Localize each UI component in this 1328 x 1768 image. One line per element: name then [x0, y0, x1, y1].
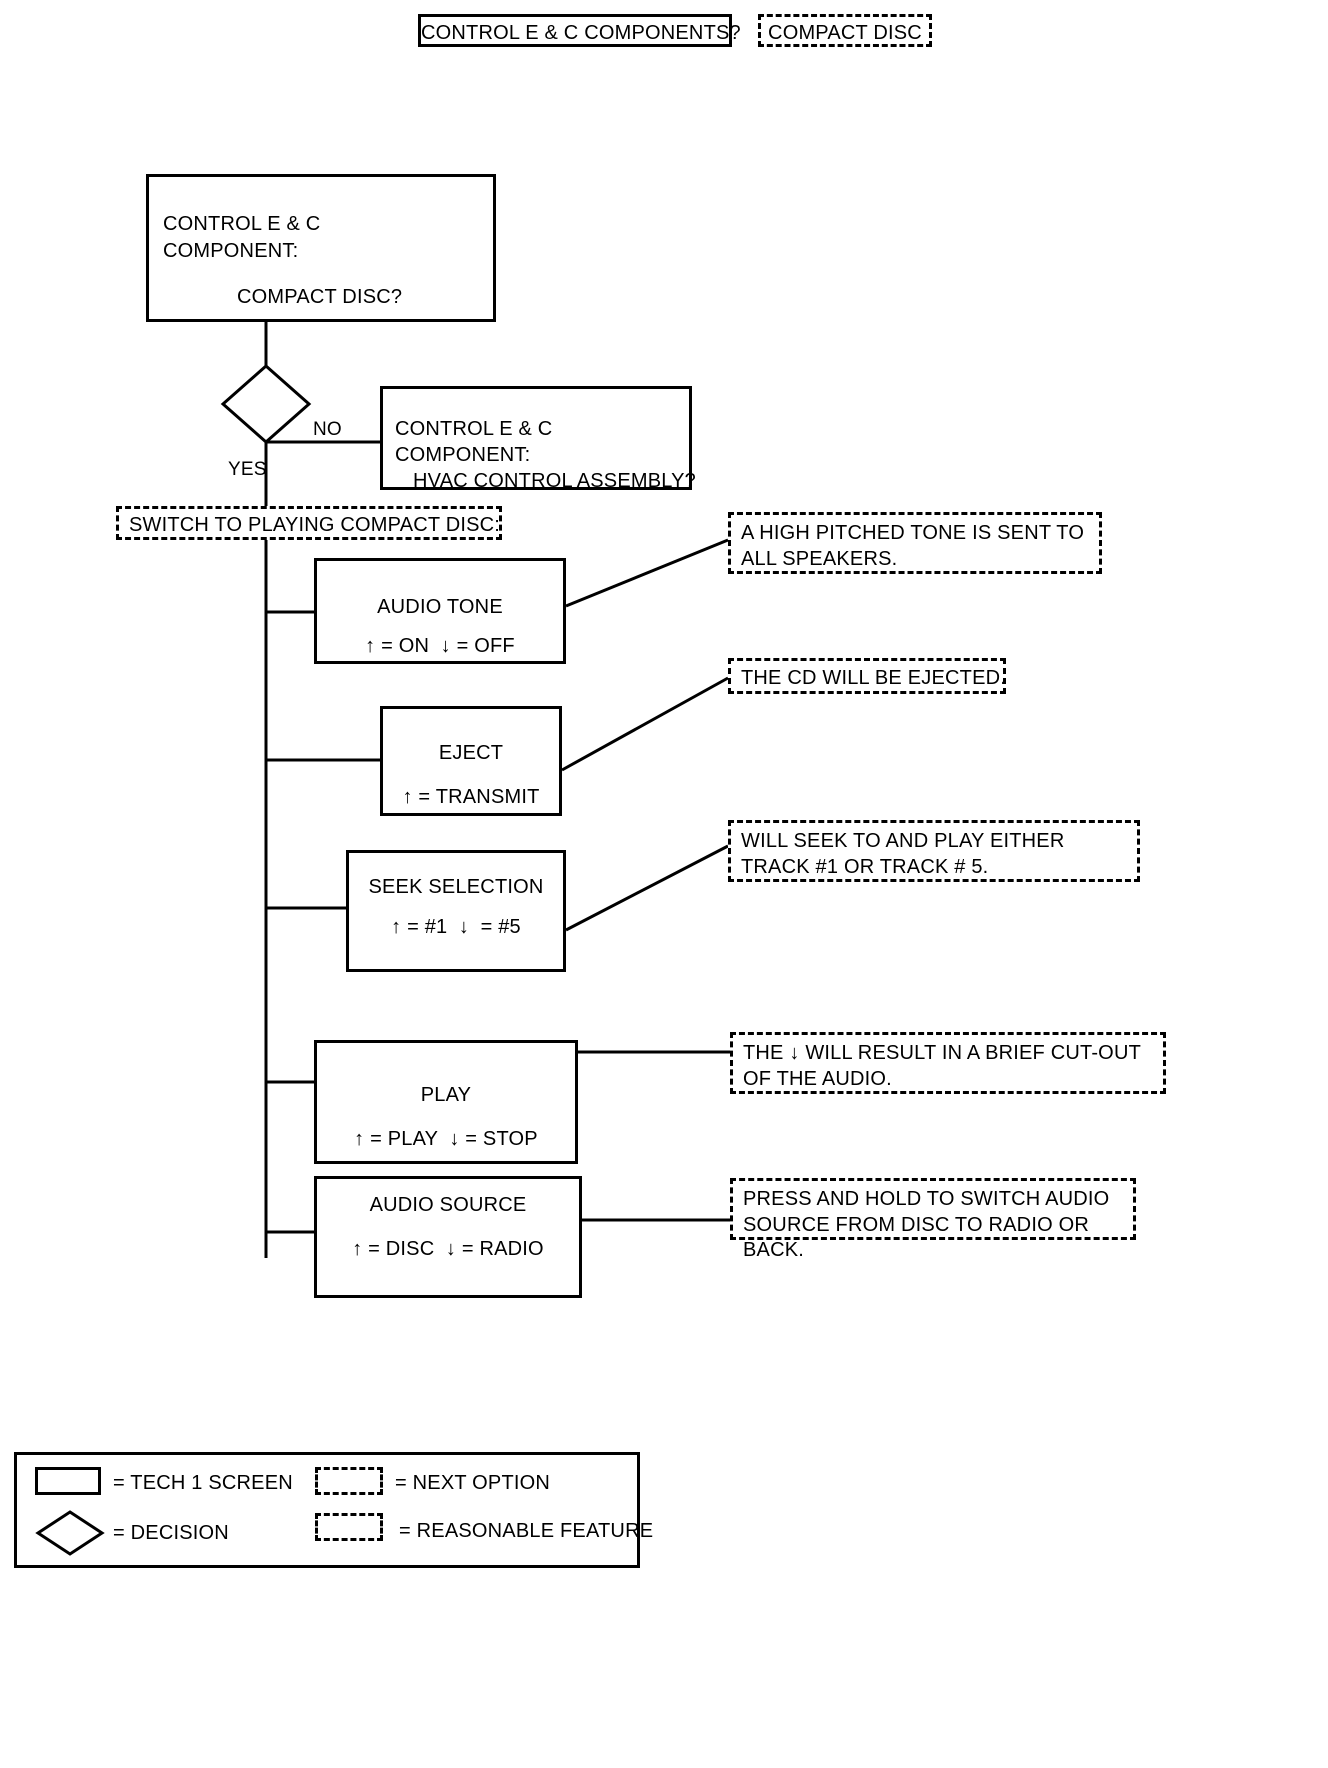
note-seek-text: WILL SEEK TO AND PLAY EITHER TRACK #1 OR… — [741, 830, 1065, 878]
switch-banner-label: SWITCH TO PLAYING COMPACT DISC: — [129, 514, 501, 536]
option-box-audio-source: AUDIO SOURCE ↑ = DISC ↓ = RADIO — [314, 1176, 582, 1298]
note-audio-source-text: PRESS AND HOLD TO SWITCH AUDIO SOURCE FR… — [743, 1188, 1110, 1262]
note-box-audio-source: PRESS AND HOLD TO SWITCH AUDIO SOURCE FR… — [730, 1178, 1136, 1261]
option-box-play: PLAY ↑ = PLAY ↓ = STOP — [314, 1040, 578, 1164]
option-box-audio-tone: AUDIO TONE ↑ = ON ↓ = OFF — [314, 558, 566, 664]
start-box: CONTROL E & C COMPONENT: COMPACT DISC? — [146, 174, 496, 322]
legend-box: = TECH 1 SCREEN = NEXT OPTION = DECISION… — [14, 1452, 653, 1568]
option-audio-tone-name: AUDIO TONE — [377, 596, 503, 618]
option-eject-name: EJECT — [438, 742, 504, 764]
start-box-line2: COMPONENT: — [163, 240, 299, 262]
option-seek-name: SEEK SELECTION — [368, 876, 544, 898]
switch-banner-box: SWITCH TO PLAYING COMPACT DISC: — [116, 506, 502, 540]
legend-sample-next-option — [315, 1467, 383, 1495]
legend-label-decision: = DECISION — [113, 1522, 229, 1544]
option-audio-source-name: AUDIO SOURCE — [369, 1194, 527, 1216]
note-box-audio-tone: A HIGH PITCHED TONE IS SENT TO ALL SPEAK… — [728, 512, 1102, 574]
start-box-line3: COMPACT DISC? — [237, 286, 403, 308]
note-eject-text: THE CD WILL BE EJECTED. — [741, 667, 1007, 689]
legend-label-next-option: = NEXT OPTION — [395, 1472, 551, 1494]
note-play-text: THE ↓ WILL RESULT IN A BRIEF CUT-OUT OF … — [743, 1042, 1141, 1090]
option-audio-tone-controls: ↑ = ON ↓ = OFF — [365, 635, 515, 657]
option-play-name: PLAY — [420, 1084, 472, 1106]
option-box-eject: EJECT ↑ = TRANSMIT — [380, 706, 562, 816]
header-question-box: CONTROL E & C COMPONENTS? — [418, 14, 741, 47]
legend-label-tech1-screen: = TECH 1 SCREEN — [113, 1472, 293, 1494]
no-branch-line1: CONTROL E & C — [395, 418, 553, 440]
note-box-eject: THE CD WILL BE EJECTED. — [728, 658, 1006, 694]
no-branch-line2: COMPONENT: — [395, 444, 531, 466]
legend-label-reasonable-feature: = REASONABLE FEATURE — [399, 1520, 654, 1542]
note-audio-tone-text: A HIGH PITCHED TONE IS SENT TO ALL SPEAK… — [741, 522, 1085, 570]
option-box-seek-selection: SEEK SELECTION ↑ = #1 ↓ = #5 — [346, 850, 566, 972]
header-question-label: CONTROL E & C COMPONENTS? — [421, 22, 741, 44]
decision-diamond — [220, 363, 312, 445]
legend-sample-tech1-screen — [35, 1467, 101, 1495]
note-box-seek-selection: WILL SEEK TO AND PLAY EITHER TRACK #1 OR… — [728, 820, 1140, 882]
start-box-line1: CONTROL E & C — [163, 213, 321, 235]
header-next-option-box: COMPACT DISC — [758, 14, 932, 47]
legend-sample-decision — [35, 1510, 105, 1556]
header-next-option-label: COMPACT DISC — [768, 22, 922, 44]
option-audio-source-controls: ↑ = DISC ↓ = RADIO — [352, 1238, 544, 1260]
note-box-play: THE ↓ WILL RESULT IN A BRIEF CUT-OUT OF … — [730, 1032, 1166, 1094]
decision-no-label: NO — [313, 419, 342, 440]
no-branch-line3: HVAC CONTROL ASSEMBLY? — [413, 470, 696, 492]
no-branch-box: CONTROL E & C COMPONENT: HVAC CONTROL AS… — [380, 386, 696, 492]
option-play-controls: ↑ = PLAY ↓ = STOP — [354, 1128, 538, 1150]
option-eject-controls: ↑ = TRANSMIT — [402, 786, 540, 808]
decision-yes-label: YES — [228, 459, 267, 480]
legend-sample-reasonable-feature — [315, 1513, 383, 1541]
option-seek-controls: ↑ = #1 ↓ = #5 — [391, 916, 521, 938]
